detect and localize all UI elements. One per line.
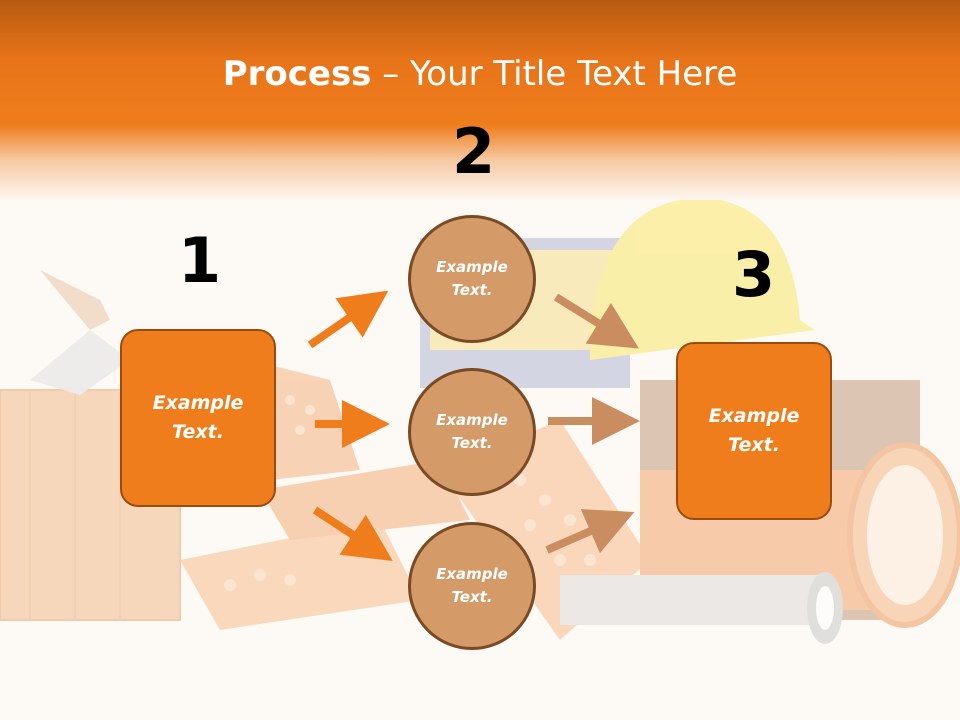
arrow-left-to-bottom: [312, 506, 393, 561]
right-step-box: Example Text.: [676, 342, 832, 520]
arrow-top-to-right: [553, 293, 639, 349]
arrow-left-to-top: [307, 290, 389, 349]
title-rest: – Your Title Text Here: [371, 54, 738, 94]
arrow-bottom-to-right: [545, 509, 635, 554]
circle-bottom-text: Example Text.: [436, 565, 508, 606]
left-step-text: Example Text.: [152, 392, 244, 443]
circle-middle-text: Example Text.: [436, 411, 508, 452]
title-bar: [0, 0, 960, 200]
circle-top-text: Example Text.: [436, 258, 508, 299]
circle-step-bottom: Example Text.: [408, 522, 536, 650]
circle-step-middle: Example Text.: [408, 368, 536, 496]
step-number-1: 1: [178, 224, 222, 297]
step-number-2: 2: [452, 115, 496, 188]
step-number-3: 3: [732, 238, 776, 311]
slide-title: Process – Your Title Text Here: [0, 52, 960, 96]
circle-step-top: Example Text.: [408, 215, 536, 343]
left-step-box: Example Text.: [120, 329, 276, 507]
title-bold: Process: [222, 54, 372, 94]
right-step-text: Example Text.: [708, 405, 800, 456]
